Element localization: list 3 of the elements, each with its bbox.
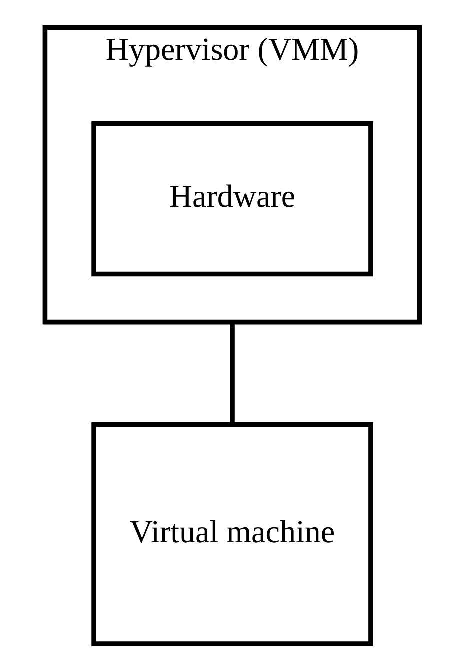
node-box: Hardware [92, 121, 374, 277]
connector [230, 322, 235, 425]
node-box: Virtual machine [92, 422, 374, 646]
